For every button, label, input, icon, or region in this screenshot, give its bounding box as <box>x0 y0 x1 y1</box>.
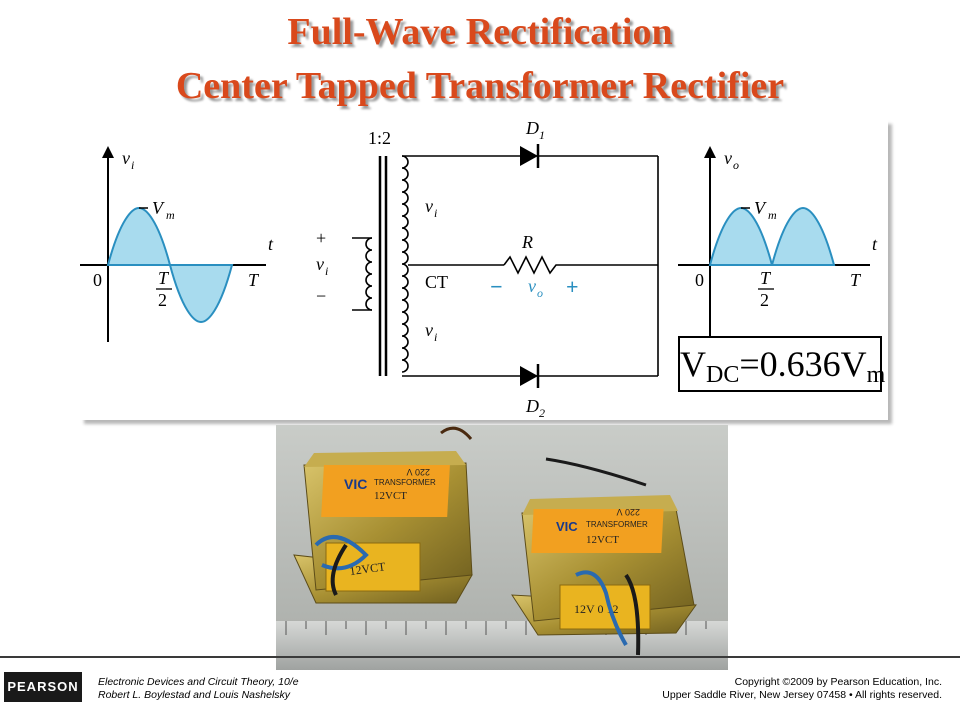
svg-text:i: i <box>131 158 134 172</box>
input-negative-half <box>168 264 234 324</box>
right-transformer-label <box>531 509 664 553</box>
diode-d2 <box>520 364 540 388</box>
input-half-period-den: 2 <box>158 290 167 310</box>
input-waveform: v i t V m 0 T 2 T <box>80 146 274 342</box>
output-second-half <box>770 206 836 266</box>
left-transformer-label <box>321 465 450 517</box>
svg-text:i: i <box>325 264 328 278</box>
output-time-label: t <box>872 234 878 254</box>
svg-text:o: o <box>537 286 543 300</box>
copyright-info: Copyright ©2009 by Pearson Education, In… <box>662 676 942 701</box>
output-minus: − <box>490 274 503 299</box>
svg-text:220 V: 220 V <box>406 467 430 477</box>
rectifier-circuit: 1:2 + v i − v i CT v i D <box>316 120 659 420</box>
center-tap-label: CT <box>425 272 448 292</box>
svg-text:TRANSFORMER: TRANSFORMER <box>586 520 648 529</box>
svg-text:o: o <box>733 158 739 172</box>
svg-text:i: i <box>434 206 437 220</box>
secondary-coil <box>401 155 409 373</box>
circuit-diagram-panel: .ax { stroke:#000; stroke-width:2; fill:… <box>80 120 888 420</box>
transformer-photo: VIC TRANSFORMER 12VCT 220 V 12VCT VIC TR… <box>276 425 728 670</box>
output-origin-label: 0 <box>695 270 704 290</box>
primary-minus: − <box>316 286 326 306</box>
input-axis-label: v <box>122 148 130 168</box>
primary-coil <box>365 237 373 311</box>
output-axis-label: v <box>724 148 732 168</box>
pearson-logo: PEARSON <box>4 672 82 702</box>
resistor-label: R <box>521 232 533 252</box>
primary-voltage-label: v <box>316 254 324 274</box>
output-half-period-den: 2 <box>760 290 769 310</box>
input-half-period-num: T <box>158 268 170 288</box>
svg-text:VIC: VIC <box>556 519 578 534</box>
turns-ratio-label: 1:2 <box>368 128 391 148</box>
primary-plus: + <box>316 228 326 248</box>
load-resistor <box>503 255 658 275</box>
book-info: Electronic Devices and Circuit Theory, 1… <box>98 676 299 701</box>
input-peak-label: V <box>152 198 165 218</box>
svg-text:m: m <box>166 208 175 222</box>
output-peak-label: V <box>754 198 767 218</box>
output-plus: + <box>566 274 579 299</box>
left-transformer: VIC TRANSFORMER 12VCT 220 V 12VCT <box>293 426 473 604</box>
svg-text:220 V: 220 V <box>616 507 640 517</box>
circuit-diagram: .ax { stroke:#000; stroke-width:2; fill:… <box>80 120 878 420</box>
output-half-period-num: T <box>760 268 772 288</box>
diode-d2-label: D <box>525 396 539 416</box>
footer-divider <box>0 656 960 658</box>
svg-text:m: m <box>768 208 777 222</box>
right-transformer: VIC TRANSFORMER 12VCT 220 V 12V 0 12 <box>511 457 697 656</box>
vdc-formula-box: VDC=0.636Vm <box>678 336 885 392</box>
input-period-label: T <box>248 270 260 290</box>
output-waveform: v o t V m 0 T 2 T <box>678 146 878 342</box>
output-voltage-label: v <box>528 276 536 296</box>
transformer-photo-drawing: VIC TRANSFORMER 12VCT 220 V 12VCT VIC TR… <box>276 425 728 670</box>
output-period-label: T <box>850 270 862 290</box>
lower-secondary-voltage: v <box>425 320 433 340</box>
svg-text:TRANSFORMER: TRANSFORMER <box>374 478 436 487</box>
svg-text:12VCT: 12VCT <box>374 490 407 502</box>
diode-d1-label: D <box>525 120 539 138</box>
slide-title-line1: Full-Wave Rectification <box>287 11 673 53</box>
slide-title-line2: Center Tapped Transformer Rectifier <box>175 65 785 107</box>
svg-text:1: 1 <box>539 128 545 142</box>
svg-text:2: 2 <box>539 406 545 420</box>
svg-text:i: i <box>434 330 437 344</box>
input-origin-label: 0 <box>93 270 102 290</box>
svg-text:12VCT: 12VCT <box>586 534 619 546</box>
input-time-label: t <box>268 234 274 254</box>
svg-text:VIC: VIC <box>344 476 367 492</box>
diode-d1 <box>520 144 540 168</box>
upper-secondary-voltage: v <box>425 196 433 216</box>
